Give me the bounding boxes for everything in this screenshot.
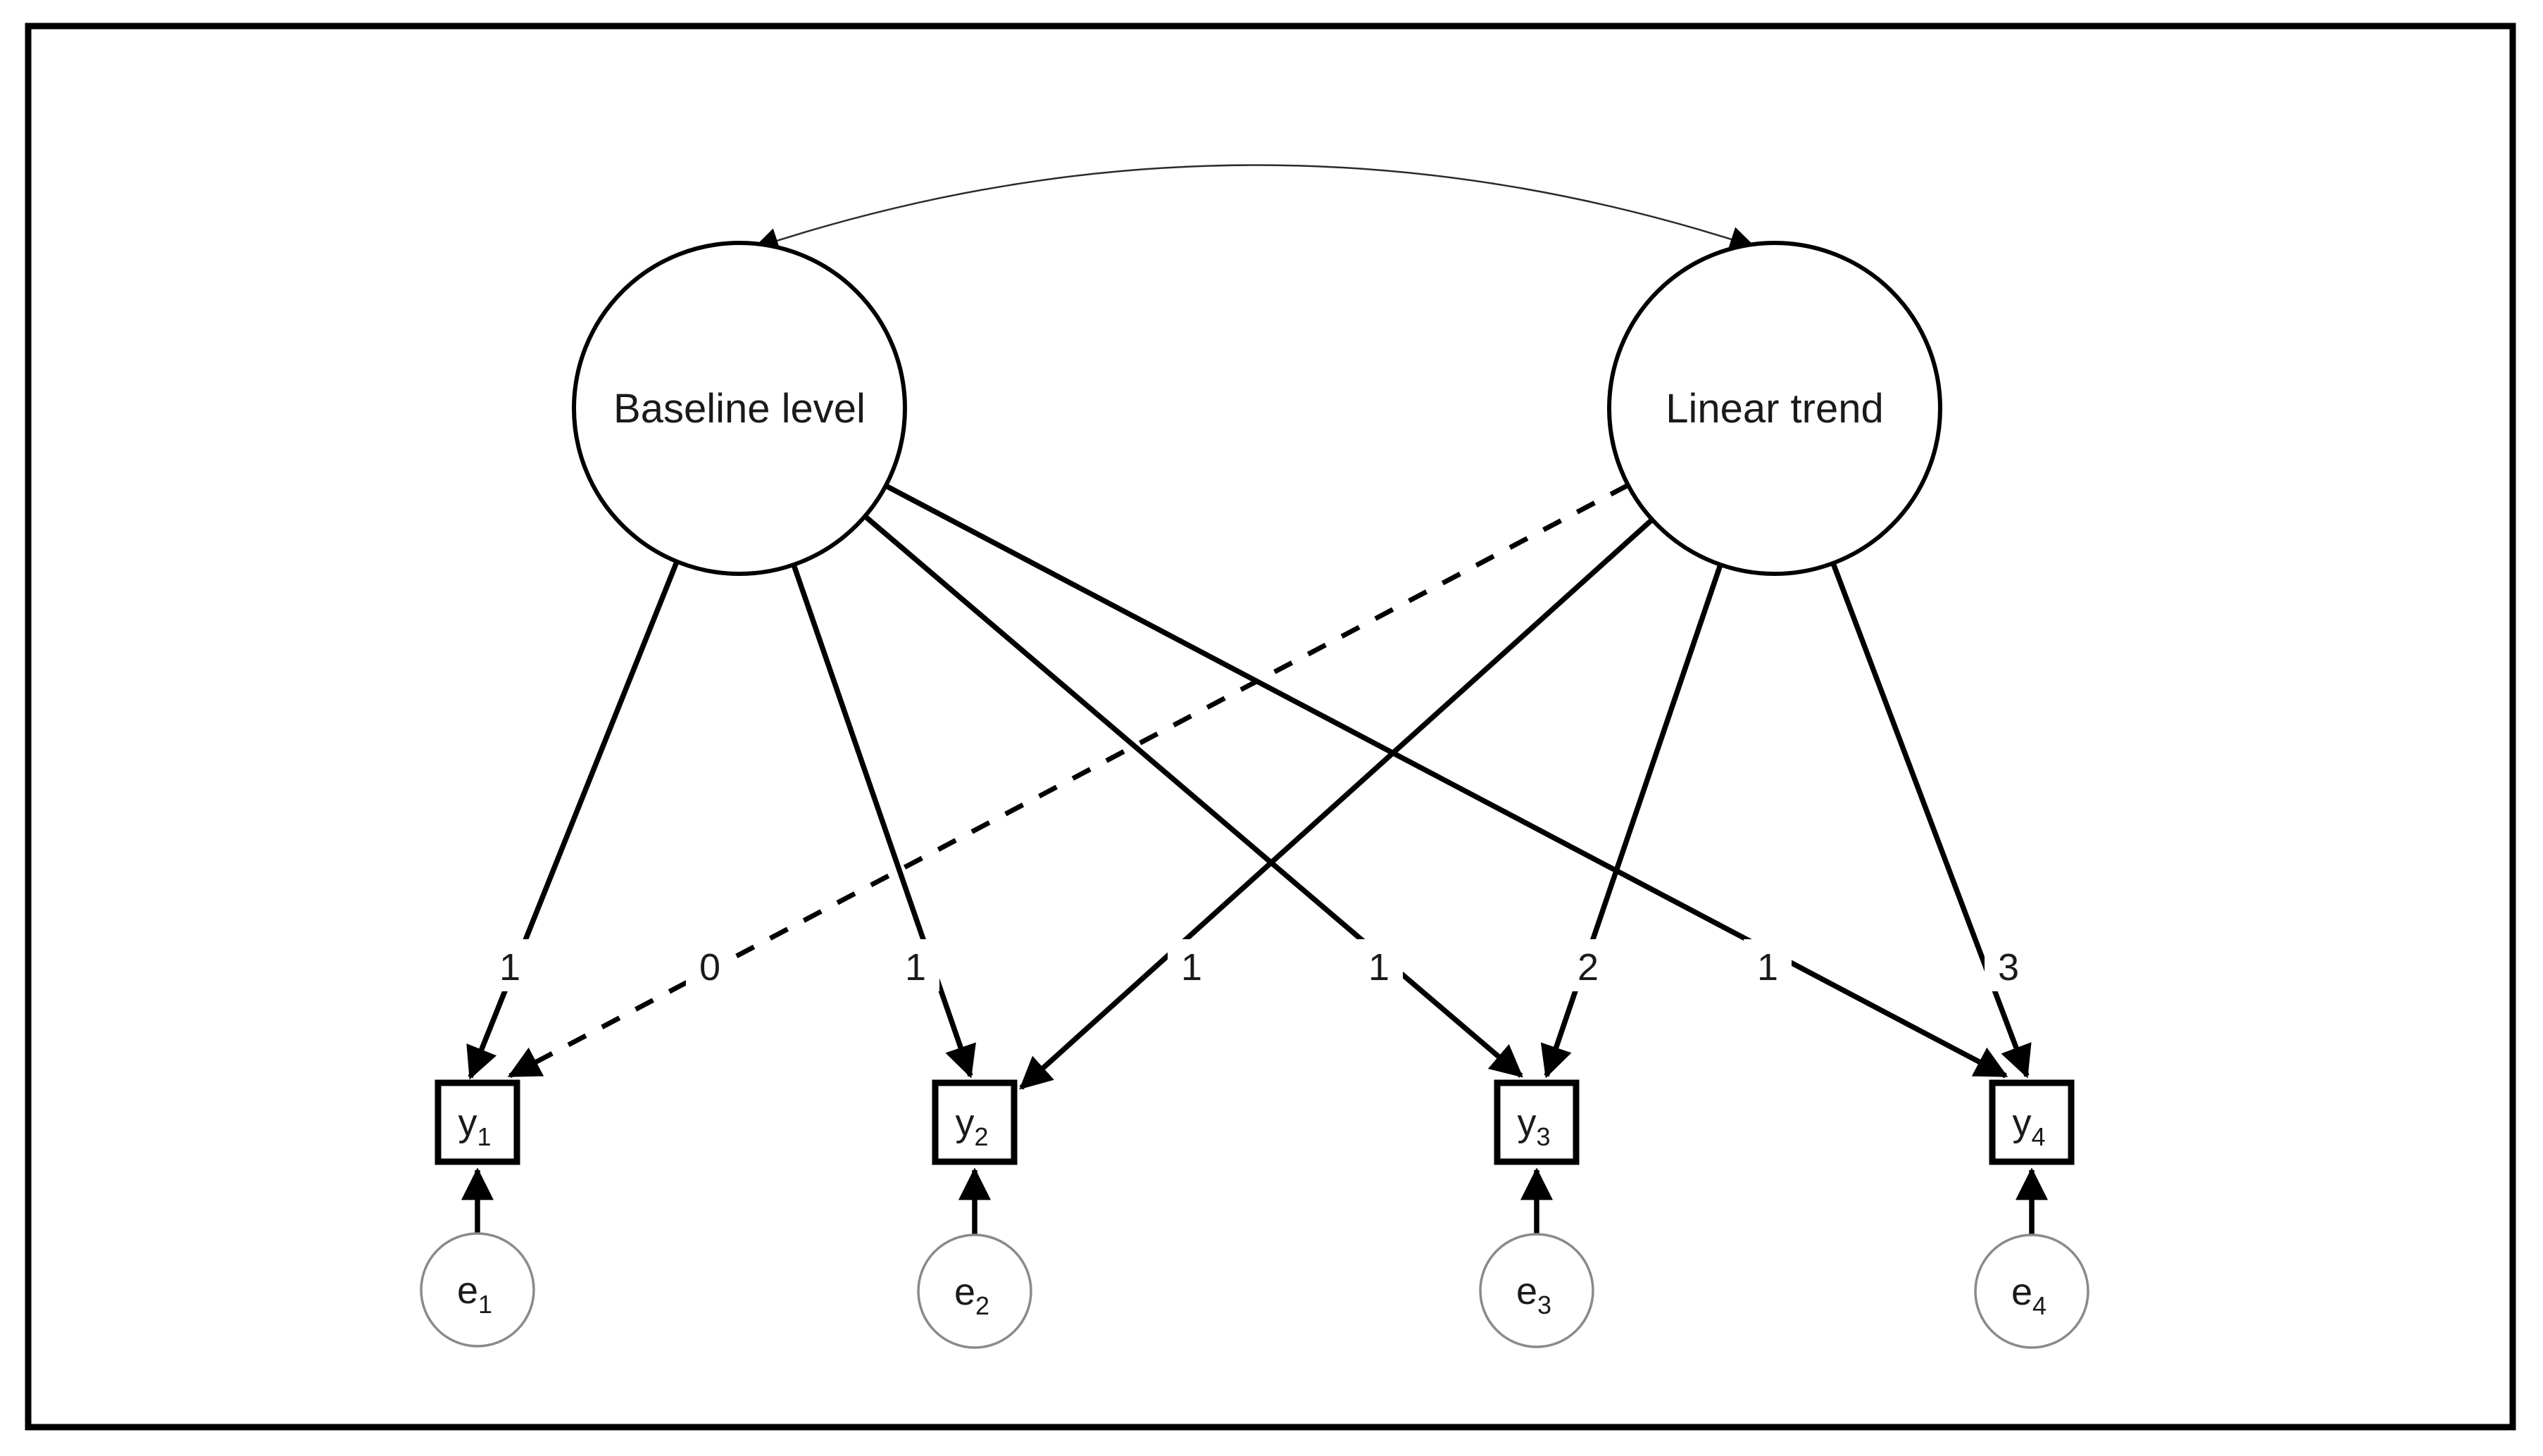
observed-label-y2-sub: 2 bbox=[974, 1122, 988, 1151]
error-node-e2 bbox=[917, 1234, 1032, 1349]
edge-baseline-to-y4 bbox=[885, 483, 2008, 1079]
error-label-e1: e1 bbox=[457, 1269, 492, 1319]
error-label-e2-sub: 2 bbox=[975, 1291, 989, 1320]
observed-label-y4-base: y bbox=[2012, 1102, 2031, 1144]
error-label-e3: e3 bbox=[1516, 1270, 1551, 1319]
loading-label-linear-y2: 1 bbox=[1181, 946, 1202, 989]
latent-node-linear-trend bbox=[1607, 241, 1942, 576]
label-backing bbox=[1744, 939, 1792, 991]
error-node-e3 bbox=[1479, 1233, 1594, 1348]
observed-node-y2 bbox=[932, 1079, 1018, 1165]
error-node-e1 bbox=[420, 1232, 535, 1348]
edge-baseline-to-y1 bbox=[466, 560, 680, 1080]
latent-node-baseline-level bbox=[572, 241, 907, 576]
observed-node-y1 bbox=[435, 1079, 520, 1165]
observed-label-y3: y3 bbox=[1517, 1102, 1550, 1151]
loading-label-baseline-y3: 1 bbox=[1368, 946, 1389, 989]
label-backing bbox=[686, 939, 734, 991]
error-label-e1-sub: 1 bbox=[478, 1290, 492, 1319]
edge-baseline-to-y3 bbox=[863, 514, 1523, 1078]
observed-label-y3-sub: 3 bbox=[1536, 1122, 1550, 1151]
observed-label-y2: y2 bbox=[955, 1102, 988, 1151]
label-backing bbox=[486, 939, 534, 991]
label-backing bbox=[1985, 939, 2032, 991]
error-label-e2-base: e bbox=[954, 1271, 975, 1313]
observed-label-y1-sub: 1 bbox=[477, 1122, 491, 1151]
loading-label-baseline-y4: 1 bbox=[1757, 946, 1778, 989]
edge-baseline-to-y2 bbox=[791, 563, 976, 1079]
loading-label-baseline-y1: 1 bbox=[499, 946, 520, 989]
observed-label-y4: y4 bbox=[2012, 1102, 2045, 1151]
observed-node-y4 bbox=[1989, 1079, 2075, 1165]
error-label-e4-base: e bbox=[2011, 1271, 2032, 1313]
error-label-e3-base: e bbox=[1516, 1270, 1537, 1312]
error-label-e3-sub: 3 bbox=[1537, 1291, 1551, 1319]
observed-label-y1-base: y bbox=[458, 1102, 477, 1144]
edge-linear-to-y1-dashed bbox=[507, 482, 1630, 1079]
error-label-e2: e2 bbox=[954, 1271, 989, 1320]
error-label-e4-sub: 4 bbox=[2032, 1291, 2047, 1320]
edge-linear-to-y3 bbox=[1540, 563, 1723, 1079]
label-backing bbox=[1355, 939, 1403, 991]
observed-label-y2-base: y bbox=[955, 1102, 974, 1144]
latent-label-linear-trend: Linear trend bbox=[1666, 386, 1884, 432]
error-label-e1-base: e bbox=[457, 1269, 478, 1312]
observed-label-y3-base: y bbox=[1517, 1102, 1536, 1144]
error-label-e4: e4 bbox=[2011, 1271, 2047, 1320]
loading-label-linear-y3: 2 bbox=[1577, 946, 1599, 989]
label-backing bbox=[1564, 939, 1612, 991]
observed-node-y3 bbox=[1494, 1079, 1580, 1165]
loading-label-baseline-y2: 1 bbox=[905, 946, 926, 989]
observed-label-y4-sub: 4 bbox=[2031, 1122, 2045, 1151]
loading-label-linear-y1: 0 bbox=[699, 946, 720, 989]
edge-linear-to-y2 bbox=[1019, 517, 1654, 1090]
label-backing bbox=[1168, 939, 1216, 991]
latent-label-baseline-level: Baseline level bbox=[613, 386, 866, 432]
diagram-border bbox=[25, 23, 2516, 1431]
observed-label-y1: y1 bbox=[458, 1102, 491, 1151]
covariance-arrow bbox=[753, 164, 1756, 253]
label-backing bbox=[892, 939, 939, 991]
error-node-e4 bbox=[1974, 1234, 2089, 1349]
loading-label-linear-y4: 3 bbox=[1998, 946, 2019, 989]
